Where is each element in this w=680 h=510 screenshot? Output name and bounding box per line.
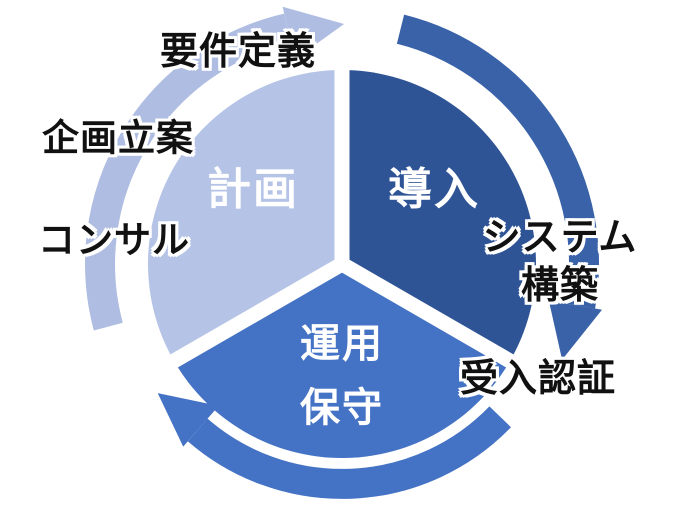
planning-arrow bbox=[85, 6, 345, 331]
deployment-arrow-head-icon bbox=[548, 300, 602, 360]
operation-segment-label-line1: 運用 bbox=[300, 321, 384, 367]
deployment-segment-label: 導入 bbox=[388, 163, 480, 215]
segment-divider-left bbox=[163, 257, 346, 372]
system-construction-label-line2: 構築 bbox=[520, 263, 599, 307]
planning-arrow-head-icon bbox=[282, 6, 345, 60]
deployment-arrow-arc bbox=[396, 14, 599, 309]
operation-segment-label: 運用 保守 bbox=[300, 312, 384, 440]
system-construction-label-line1: システム bbox=[482, 215, 638, 259]
operation-arrow bbox=[157, 393, 511, 499]
deployment-arrow bbox=[396, 14, 602, 360]
requirements-definition-label: 要件定義 bbox=[159, 29, 317, 74]
operation-arrow-head-icon bbox=[157, 393, 219, 447]
system-construction-label: システム 構築 bbox=[483, 213, 638, 309]
operation-segment-label-line2: 保守 bbox=[300, 385, 384, 431]
plan-segment-label: 計画 bbox=[207, 163, 299, 215]
operation-arrow-arc bbox=[187, 406, 511, 499]
planning-proposal-label: 企画立案 bbox=[42, 116, 194, 160]
planning-arrow-arc bbox=[85, 13, 291, 331]
consulting-label: コンサル bbox=[38, 218, 190, 262]
acceptance-certification-label: 受入認証 bbox=[459, 356, 617, 401]
operation-segment bbox=[174, 264, 510, 458]
segment-divider-right bbox=[338, 257, 521, 372]
